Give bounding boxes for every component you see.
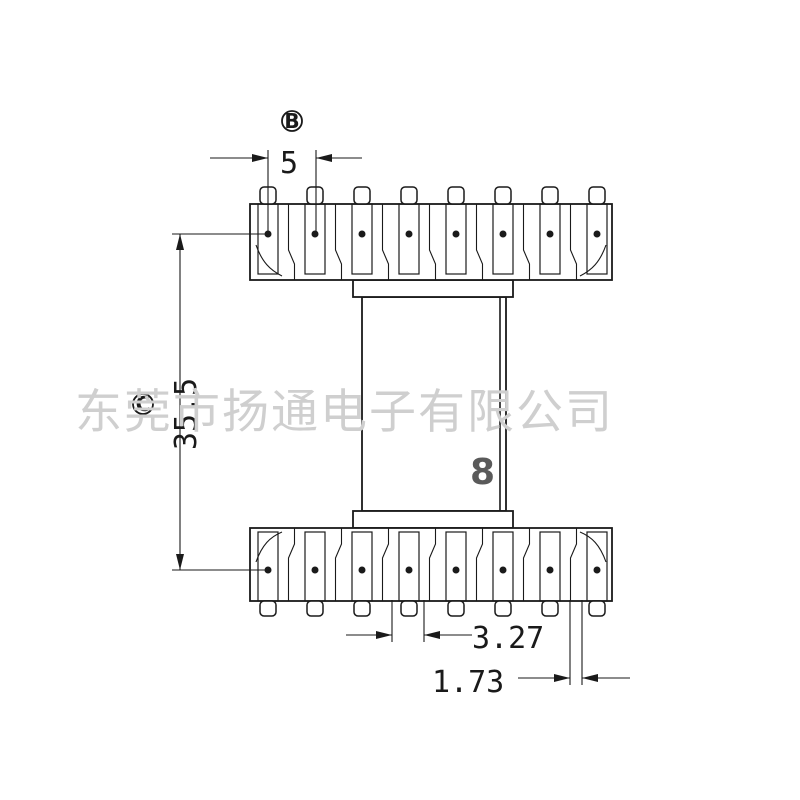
bottom-slot bbox=[475, 528, 484, 601]
top-pin bbox=[351, 186, 373, 275]
bottom-pin bbox=[398, 531, 420, 617]
company-watermark: 东莞市扬通电子有限公司 bbox=[75, 385, 614, 440]
bottom-pin bbox=[539, 531, 561, 617]
top-flange bbox=[249, 186, 613, 281]
top-pins bbox=[257, 186, 608, 275]
top-slot bbox=[381, 204, 390, 280]
dimension-height-value: 35.5 bbox=[169, 378, 204, 450]
top-slots bbox=[287, 204, 578, 280]
top-slot bbox=[475, 204, 484, 280]
bobbin-core bbox=[361, 296, 507, 512]
marker-b: B bbox=[281, 109, 303, 133]
bottom-slot bbox=[569, 528, 578, 601]
bottom-pin bbox=[586, 531, 608, 617]
bottom-slot bbox=[381, 528, 390, 601]
top-pin bbox=[492, 186, 514, 275]
top-pin bbox=[398, 186, 420, 275]
bottom-pin bbox=[351, 531, 373, 617]
bottom-pins bbox=[257, 531, 608, 617]
bottom-pin bbox=[304, 531, 326, 617]
top-pin bbox=[586, 186, 608, 275]
top-slot bbox=[334, 204, 343, 280]
top-slot bbox=[569, 204, 578, 280]
bottom-slot bbox=[522, 528, 531, 601]
top-slot bbox=[428, 204, 437, 280]
bottom-slot bbox=[334, 528, 343, 601]
bottom-slot bbox=[428, 528, 437, 601]
dimension-bottom-pin-width-value: 1.73 bbox=[432, 665, 504, 700]
marker-b-label: B bbox=[284, 109, 299, 133]
dimension-height: 35.5 bbox=[169, 233, 268, 571]
bottom-slot bbox=[287, 528, 296, 601]
top-pin bbox=[304, 186, 326, 275]
dimension-top-pitch-value: 5 bbox=[280, 146, 298, 181]
top-slot bbox=[522, 204, 531, 280]
top-pin bbox=[539, 186, 561, 275]
body-number-label: 8 bbox=[470, 452, 495, 493]
marker-c: C bbox=[132, 392, 154, 416]
dimension-bottom-pitch: 3.27 bbox=[346, 600, 544, 656]
bottom-pin bbox=[257, 531, 279, 617]
top-pin bbox=[445, 186, 467, 275]
bottom-pin bbox=[445, 531, 467, 617]
dimension-top-pitch: 5 bbox=[210, 146, 362, 234]
marker-c-label: C bbox=[136, 392, 151, 416]
dimension-bottom-pitch-value: 3.27 bbox=[472, 621, 544, 656]
bottom-pin bbox=[492, 531, 514, 617]
top-slot bbox=[287, 204, 296, 280]
dimension-bottom-pin-width: 1.73 bbox=[432, 600, 630, 700]
bottom-flange bbox=[249, 527, 613, 617]
bottom-slots bbox=[287, 528, 578, 601]
